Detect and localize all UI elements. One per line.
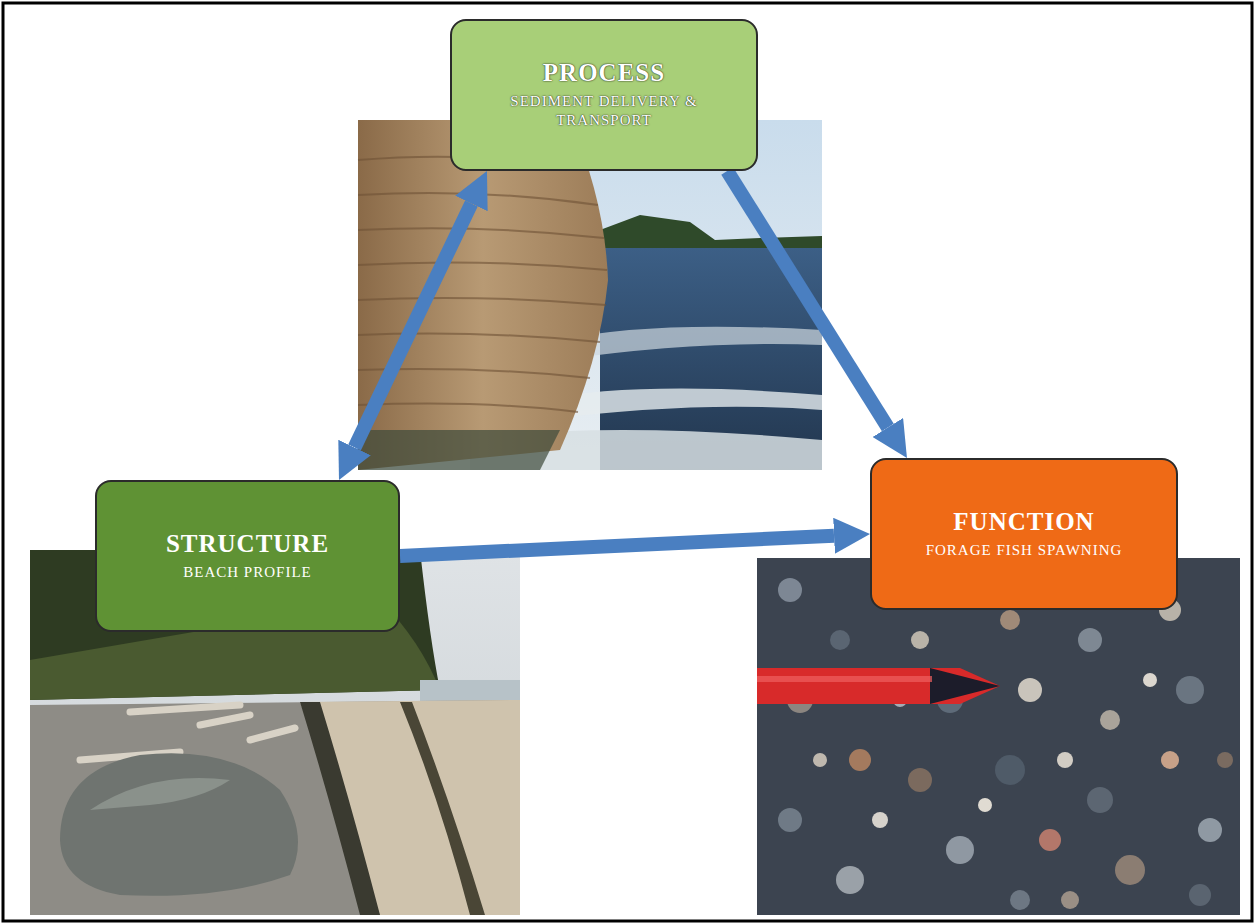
function-box: FUNCTION FORAGE FISH SPAWNING (870, 458, 1178, 610)
box-heading: FUNCTION (953, 508, 1094, 537)
block-arrow (727, 171, 888, 427)
structure-box: STRUCTURE BEACH PROFILE (95, 480, 400, 632)
box-subtitle: SEDIMENT DELIVERY & TRANSPORT (497, 92, 712, 131)
block-arrow (355, 203, 472, 447)
box-subtitle: BEACH PROFILE (183, 563, 311, 583)
process-box: PROCESS SEDIMENT DELIVERY & TRANSPORT (450, 19, 758, 171)
box-subtitle: FORAGE FISH SPAWNING (926, 541, 1123, 561)
box-heading: PROCESS (543, 59, 665, 88)
box-heading: STRUCTURE (166, 530, 329, 559)
block-arrow (400, 536, 834, 556)
